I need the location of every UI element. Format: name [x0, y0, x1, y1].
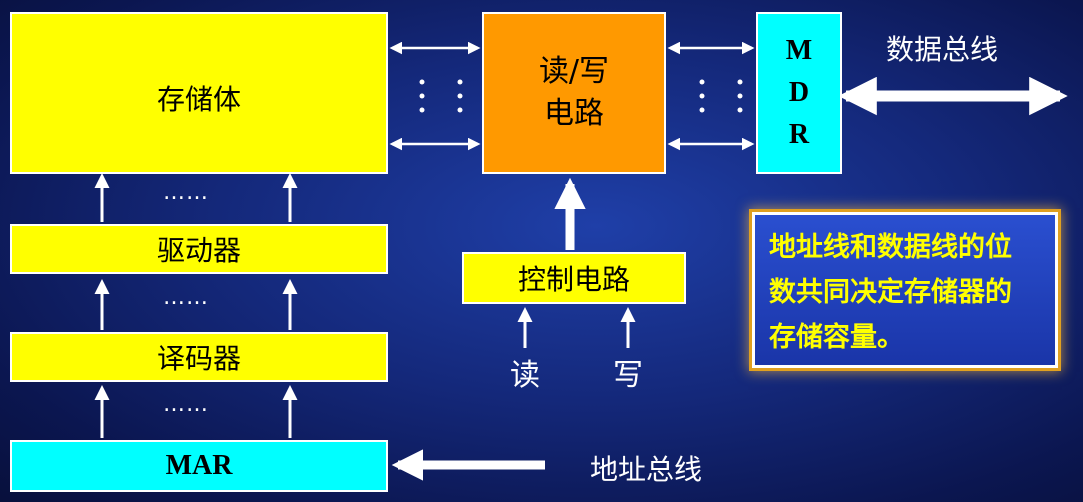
write-label: 写	[613, 358, 643, 393]
decoder-label: 译码器	[156, 342, 241, 375]
storage-label: 存储体	[156, 83, 241, 116]
mdr-letter-r: R	[788, 119, 810, 150]
storage-block: 存储体	[10, 12, 388, 174]
mdr-letter-m: M	[785, 35, 813, 66]
note-line-1: 地址线和数据线的位	[769, 232, 1012, 263]
dots-driver-decoder: ……	[163, 285, 209, 310]
decoder-block: 译码器	[10, 332, 388, 382]
rw-circuit-label-line2: 电路	[544, 96, 604, 131]
address-bus-label: 地址总线	[590, 453, 703, 486]
dots-decoder-mar: ……	[163, 392, 209, 417]
driver-block: 驱动器	[10, 224, 388, 274]
driver-label: 驱动器	[156, 234, 241, 267]
note-line-2: 数共同决定存储器的	[769, 277, 1012, 308]
dots-storage-driver: ……	[163, 180, 209, 205]
mar-block: MAR	[10, 440, 388, 492]
capacity-note: 地址线和数据线的位 数共同决定存储器的 存储容量。	[752, 212, 1058, 368]
mar-label: MAR	[165, 450, 233, 481]
mdr-letter-d: D	[788, 77, 810, 108]
rw-circuit-label-line1: 读/写	[538, 54, 610, 89]
note-line-3: 存储容量。	[769, 322, 904, 353]
read-label: 读	[510, 358, 540, 393]
rw-circuit-block: 读/写 电路	[482, 12, 666, 174]
parallel-dots	[419, 79, 743, 113]
control-block: 控制电路	[462, 252, 686, 304]
data-bus-label: 数据总线	[886, 33, 999, 66]
control-label: 控制电路	[517, 263, 630, 296]
mdr-block: M D R	[756, 12, 842, 174]
